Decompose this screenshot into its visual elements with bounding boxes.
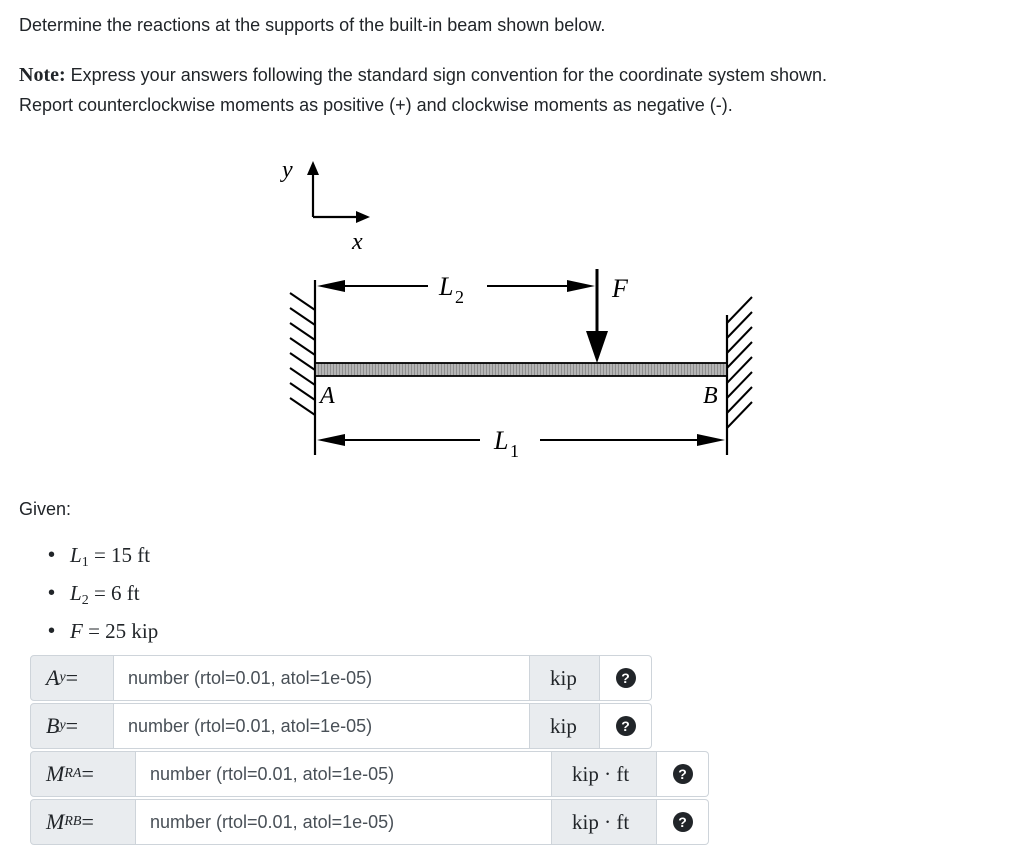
note-line-2: Report counterclockwise moments as posit… bbox=[19, 95, 733, 115]
support-B-label: B bbox=[703, 383, 718, 409]
By-help-button[interactable]: ? bbox=[600, 703, 652, 749]
Ay-unit: kip bbox=[530, 655, 600, 701]
Ay-help-button[interactable]: ? bbox=[600, 655, 652, 701]
By-unit: kip bbox=[530, 703, 600, 749]
help-icon[interactable]: ? bbox=[672, 812, 693, 832]
beam bbox=[314, 362, 728, 377]
By-input[interactable]: number (rtol=0.01, atol=1e-05) bbox=[114, 703, 530, 749]
support-A-label: A bbox=[318, 383, 335, 409]
fixed-support-B bbox=[725, 296, 753, 455]
given-item-F: F = 25 kip bbox=[46, 616, 158, 654]
given-item-L2: L2 = 6 ft bbox=[46, 578, 158, 616]
MRA-help-button[interactable]: ? bbox=[657, 751, 709, 797]
coordinate-axes: y x bbox=[280, 157, 370, 255]
fixed-support-A bbox=[289, 280, 317, 455]
problem-statement: Determine the reactions at the supports … bbox=[19, 15, 606, 35]
MRA-unit: kip · ft bbox=[552, 751, 657, 797]
note-line-1: Express your answers following the stand… bbox=[70, 65, 828, 85]
MRA-input[interactable]: number (rtol=0.01, atol=1e-05) bbox=[136, 751, 552, 797]
help-icon[interactable]: ? bbox=[615, 716, 636, 736]
given-list: L1 = 15 ft L2 = 6 ft F = 25 kip bbox=[46, 540, 158, 654]
given-item-L1: L1 = 15 ft bbox=[46, 540, 158, 578]
y-axis-label: y bbox=[280, 157, 293, 183]
MRB-help-button[interactable]: ? bbox=[657, 799, 709, 845]
note-label: Note: bbox=[19, 64, 66, 86]
dimension-L1: L 1 bbox=[317, 426, 725, 461]
dimension-L1-subscript: 1 bbox=[510, 441, 519, 461]
dimension-L2: L 2 bbox=[317, 272, 595, 307]
force-F: F bbox=[586, 269, 629, 363]
dimension-L2-label: L bbox=[438, 272, 453, 301]
help-icon[interactable]: ? bbox=[672, 764, 693, 784]
given-heading: Given: bbox=[19, 499, 72, 519]
Ay-input[interactable]: number (rtol=0.01, atol=1e-05) bbox=[114, 655, 530, 701]
dimension-L1-label: L bbox=[493, 426, 508, 455]
MRB-input[interactable]: number (rtol=0.01, atol=1e-05) bbox=[136, 799, 552, 845]
dimension-L2-subscript: 2 bbox=[455, 287, 464, 307]
MRB-unit: kip · ft bbox=[552, 799, 657, 845]
help-icon[interactable]: ? bbox=[615, 668, 636, 688]
x-axis-label: x bbox=[351, 229, 363, 255]
force-F-label: F bbox=[611, 274, 629, 303]
note-paragraph: Note: Express your answers following the… bbox=[19, 60, 827, 120]
beam-diagram: y x bbox=[280, 157, 753, 461]
